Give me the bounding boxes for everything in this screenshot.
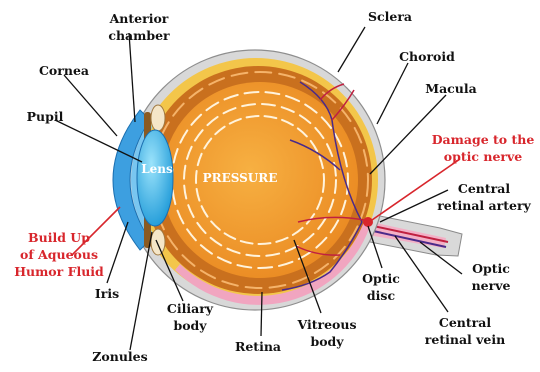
label-damage-line1: Damage to the [432, 132, 535, 147]
label-macula: Macula [425, 81, 476, 96]
label-optic-nerve-line1: Optic [472, 261, 510, 276]
label-buildup-line3: Humor Fluid [14, 264, 104, 279]
label-zonules: Zonules [92, 349, 147, 364]
pressure-label: PRESSURE [203, 171, 278, 185]
label-optic-nerve-line2: nerve [472, 278, 511, 293]
ciliary-body-upper [151, 105, 165, 131]
label-retina: Retina [235, 339, 281, 354]
label-central-vein-line1: Central [439, 315, 491, 330]
lens-label: Lens [141, 162, 173, 176]
label-cornea: Cornea [39, 63, 89, 78]
label-central-artery-line1: Central [458, 181, 510, 196]
label-vitreous-line2: body [310, 334, 344, 349]
ciliary-body-lower [151, 229, 165, 255]
label-iris: Iris [95, 286, 119, 301]
label-ciliary-line2: body [173, 318, 207, 333]
label-vitreous-line1: Vitreous [296, 317, 356, 332]
label-buildup-line2: of Aqueous [20, 247, 98, 262]
label-ciliary-line1: Ciliary [167, 301, 214, 316]
label-choroid: Choroid [399, 49, 455, 64]
label-buildup-line1: Build Up [28, 230, 90, 245]
damage-highlight [363, 217, 373, 227]
label-sclera: Sclera [368, 9, 412, 24]
label-optic-disc-line2: disc [367, 288, 396, 303]
label-damage-line2: optic nerve [444, 149, 522, 164]
label-central-vein-line2: retinal vein [425, 332, 505, 347]
label-pupil: Pupil [27, 109, 64, 124]
label-optic-disc-line1: Optic [362, 271, 400, 286]
label-central-artery-line2: retinal artery [437, 198, 531, 213]
label-anterior-chamber-line2: chamber [108, 28, 170, 43]
lens-shape [137, 130, 173, 226]
label-anterior-chamber-line1: Anterior [109, 11, 169, 26]
